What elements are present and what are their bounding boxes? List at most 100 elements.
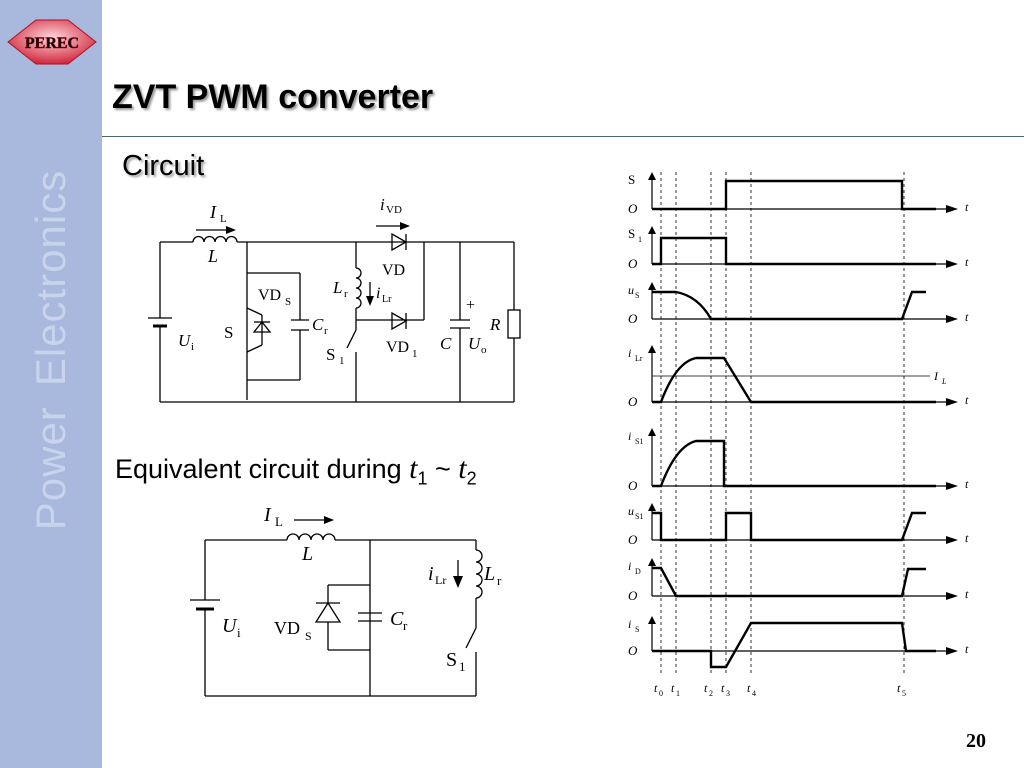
label-S1: S bbox=[326, 345, 335, 364]
wave-axis-y-arrow bbox=[648, 616, 656, 624]
label-iVD-sub: VD bbox=[386, 204, 402, 216]
label-Lr-sub: r bbox=[344, 288, 348, 300]
slide-title: ZVT PWM converter bbox=[112, 78, 434, 116]
eq-label-VDS: VD bbox=[274, 618, 300, 638]
equiv-t2-sub: 2 bbox=[466, 468, 477, 489]
wave-row-label-sub: Lr bbox=[635, 354, 643, 363]
wave-axis-arrow bbox=[946, 398, 958, 406]
eq-label-Lr-sub: r bbox=[497, 573, 502, 588]
eq-label-IL-sub: L bbox=[275, 514, 283, 529]
time-label: t bbox=[721, 681, 725, 695]
eq-label-Lr: L bbox=[483, 563, 495, 585]
label-C: C bbox=[440, 334, 452, 353]
equiv-sep: ~ bbox=[427, 454, 459, 484]
wave-origin-label: O bbox=[628, 394, 638, 409]
wave-axis-t-label: t bbox=[965, 393, 969, 407]
eq-label-Cr-sub: r bbox=[403, 618, 408, 633]
eq-label-IL: I bbox=[263, 504, 272, 526]
label-VD: VD bbox=[382, 262, 405, 279]
wave-row-label: i bbox=[628, 559, 631, 573]
wave-origin-label: O bbox=[628, 256, 638, 271]
label-VD1: VD bbox=[386, 339, 409, 356]
perec-logo: PEREC bbox=[7, 19, 97, 65]
page-number: 20 bbox=[966, 730, 986, 752]
wave-axis-t-label: t bbox=[965, 531, 969, 545]
wave-row-label: u bbox=[628, 504, 634, 518]
label-S1-sub: 1 bbox=[339, 355, 345, 367]
wave-axis-t-label: t bbox=[965, 587, 969, 601]
wave-IL-label: I bbox=[933, 369, 939, 383]
wave-origin-label: O bbox=[628, 201, 638, 216]
label-iLr: i bbox=[376, 285, 380, 302]
wave-row-label: S bbox=[628, 226, 635, 241]
wave-axis-arrow bbox=[946, 315, 958, 323]
logo-text: PEREC bbox=[25, 35, 79, 52]
wave-axis-y-arrow bbox=[648, 558, 656, 566]
wave-axis-t-label: t bbox=[965, 642, 969, 656]
wave-row-label-sub: S bbox=[635, 291, 639, 300]
label-Ui: U bbox=[178, 331, 192, 350]
eq-label-L: L bbox=[301, 543, 313, 565]
time-label-sub: 1 bbox=[676, 689, 680, 698]
time-label: t bbox=[654, 681, 658, 695]
wave-axis-y-arrow bbox=[648, 345, 656, 353]
label-Uo-sub: o bbox=[481, 344, 487, 356]
wave-row-label-sub: 1 bbox=[638, 235, 642, 244]
equiv-t1-sub: 1 bbox=[417, 468, 428, 489]
eq-label-Ui: U bbox=[222, 615, 238, 637]
equivalent-circuit-heading: Equivalent circuit during t1 ~ t2 bbox=[115, 452, 477, 489]
eq-label-S1: S bbox=[446, 649, 457, 671]
wave-row-label: i bbox=[628, 617, 631, 631]
label-Lr: L bbox=[332, 278, 342, 297]
label-Uo: U bbox=[468, 334, 482, 353]
equiv-t2: t bbox=[458, 452, 467, 485]
wave-axis-y-arrow bbox=[648, 226, 656, 234]
time-label-sub: 5 bbox=[902, 689, 906, 698]
wave-row-label-sub: S1 bbox=[635, 437, 643, 446]
wave-row-label-sub: S bbox=[635, 625, 639, 634]
label-VD1-sub: 1 bbox=[412, 348, 418, 360]
wave-row-label-sub: S1 bbox=[635, 512, 643, 521]
section-heading-circuit: Circuit bbox=[122, 150, 205, 182]
time-label: t bbox=[704, 681, 708, 695]
label-R: R bbox=[489, 315, 501, 334]
eq-label-iLr: i bbox=[428, 563, 434, 585]
time-label: t bbox=[747, 681, 751, 695]
wave-axis-t-label: t bbox=[965, 255, 969, 269]
eq-label-S1-sub: 1 bbox=[459, 659, 466, 674]
wave-origin-label: O bbox=[628, 311, 638, 326]
label-Ui-sub: i bbox=[191, 341, 194, 353]
wave-axis-t-label: t bbox=[965, 477, 969, 491]
label-VDS: VD bbox=[258, 287, 281, 304]
title-divider bbox=[102, 136, 1024, 137]
sidebar: PEREC PowerElectronics bbox=[0, 0, 102, 768]
time-label-sub: 4 bbox=[752, 689, 756, 698]
wave-row-label: u bbox=[628, 283, 634, 297]
label-Cr-sub: r bbox=[324, 325, 328, 337]
label-iLr-sub: Lr bbox=[382, 294, 392, 305]
wave-axis-y-arrow bbox=[648, 172, 656, 180]
wave-origin-label: O bbox=[628, 478, 638, 493]
wave-axis-y-arrow bbox=[648, 282, 656, 290]
time-label: t bbox=[897, 681, 901, 695]
label-iVD: i bbox=[380, 195, 385, 214]
eq-label-VDS-sub: S bbox=[305, 629, 312, 643]
label-VDS-sub: S bbox=[285, 296, 291, 308]
wave-axis-y-arrow bbox=[648, 428, 656, 436]
wave-axis-arrow bbox=[946, 482, 958, 490]
label-Cr: C bbox=[312, 315, 324, 334]
wave-axis-t-label: t bbox=[965, 310, 969, 324]
wave-origin-label: O bbox=[628, 643, 638, 658]
label-S: S bbox=[224, 323, 233, 342]
equiv-t1: t bbox=[409, 452, 418, 485]
label-L: L bbox=[207, 246, 218, 266]
equiv-text: Equivalent circuit during bbox=[115, 454, 410, 484]
wave-axis-t-label: t bbox=[965, 200, 969, 214]
label-IL-sub: L bbox=[220, 213, 227, 225]
time-label-sub: 3 bbox=[726, 689, 730, 698]
wave-row-label: i bbox=[628, 429, 631, 443]
eq-label-iLr-sub: Lr bbox=[435, 573, 446, 587]
